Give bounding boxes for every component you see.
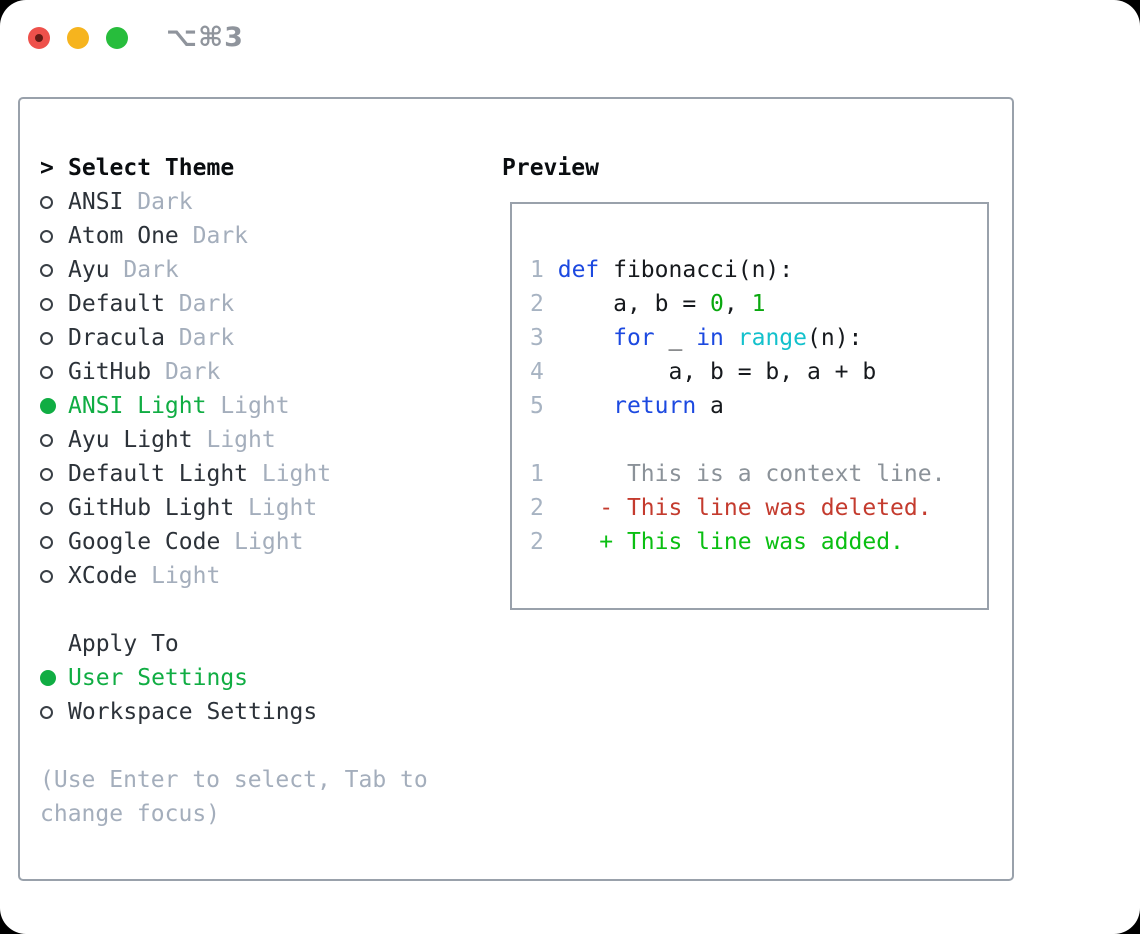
zoom-button-icon[interactable] — [106, 27, 128, 49]
theme-variant-tag: Light — [192, 427, 276, 453]
theme-variant-tag: Dark — [109, 257, 179, 283]
titlebar: ⌥⌘3 — [0, 0, 1140, 76]
apply-option-user-settings[interactable]: User Settings — [40, 661, 428, 695]
option-label: Ayu Light — [68, 427, 193, 453]
theme-variant-tag: Light — [248, 461, 332, 487]
preview-code: 1 def fibonacci(n): 2 a, b = 0, 1 3 for _ … — [530, 253, 945, 559]
radio-icon — [40, 501, 53, 515]
line-number: 1 — [530, 461, 544, 487]
theme-option-ayu-light[interactable]: Ayu Light Light — [40, 423, 428, 457]
theme-variant-tag: Dark — [164, 291, 235, 317]
radio-icon — [40, 705, 53, 719]
select-theme-header: > Select Theme — [40, 151, 428, 185]
code-line: 5 return a — [530, 393, 724, 419]
theme-option-default[interactable]: Default Dark — [40, 287, 428, 321]
radio-icon — [40, 365, 53, 379]
theme-variant-tag: Dark — [164, 325, 235, 351]
line-number: 3 — [530, 325, 544, 351]
radio-icon — [40, 195, 53, 209]
apply-to-header: Apply To — [40, 627, 428, 661]
preview-header: Preview — [502, 155, 599, 181]
diff-line: 2 - This line was deleted. — [530, 495, 932, 521]
theme-option-dracula[interactable]: Dracula Dark — [40, 321, 428, 355]
theme-option-ansi-light[interactable]: ANSI Light Light — [40, 389, 428, 423]
option-label: Dracula — [68, 325, 165, 351]
radio-selected-icon — [40, 670, 56, 686]
radio-selected-icon — [40, 398, 56, 414]
theme-option-xcode[interactable]: XCode Light — [40, 559, 428, 593]
code-line: 4 a, b = b, a + b — [530, 359, 877, 385]
apply-option-workspace-settings[interactable]: Workspace Settings — [40, 695, 428, 729]
minimize-button-icon[interactable] — [67, 27, 89, 49]
theme-variant-tag: Light — [234, 495, 318, 521]
preview-box: 1 def fibonacci(n): 2 a, b = 0, 1 3 for _ … — [510, 202, 989, 610]
radio-icon — [40, 467, 53, 481]
theme-option-github[interactable]: GitHub Dark — [40, 355, 428, 389]
radio-icon — [40, 331, 53, 345]
option-label: GitHub — [68, 359, 152, 385]
diff-line: 2 + This line was added. — [530, 529, 904, 555]
option-label: XCode — [68, 563, 138, 589]
option-label: Default Light — [68, 461, 249, 487]
option-label: User Settings — [68, 665, 249, 691]
theme-option-atom-one[interactable]: Atom One Dark — [40, 219, 428, 253]
line-number: 4 — [530, 359, 544, 385]
option-label: ANSI — [68, 189, 124, 215]
radio-icon — [40, 297, 53, 311]
code-sample: 1 def fibonacci(n): 2 a, b = 0, 1 3 for _ … — [530, 253, 945, 423]
radio-icon — [40, 263, 53, 277]
apply-to-header-label: Apply To — [68, 631, 179, 657]
line-number: 2 — [530, 495, 544, 521]
line-number: 2 — [530, 291, 544, 317]
close-button-icon[interactable] — [28, 27, 50, 49]
theme-option-ayu[interactable]: Ayu Dark — [40, 253, 428, 287]
line-number: 2 — [530, 529, 544, 555]
theme-variant-tag: Dark — [123, 189, 193, 215]
keyboard-hint: (Use Enter to select, Tab to change focu… — [40, 767, 428, 827]
theme-variant-tag: Light — [220, 529, 304, 555]
option-label: Ayu — [68, 257, 110, 283]
diff-line: 1 This is a context line. — [530, 461, 946, 487]
diff-sample: 1 This is a context line. 2 - This line w… — [530, 457, 945, 559]
line-number: 5 — [530, 393, 544, 419]
theme-variant-tag: Light — [206, 393, 290, 419]
radio-icon — [40, 229, 53, 243]
radio-icon — [40, 433, 53, 447]
option-label: Atom One — [68, 223, 179, 249]
code-line: 3 for _ in range(n): — [530, 325, 863, 351]
code-line: 1 def fibonacci(n): — [530, 257, 794, 283]
radio-icon — [40, 569, 53, 583]
option-label: Google Code — [68, 529, 221, 555]
radio-icon — [40, 535, 53, 549]
theme-variant-tag: Dark — [151, 359, 221, 385]
option-label: Default — [68, 291, 165, 317]
window-title: ⌥⌘3 — [166, 22, 244, 53]
theme-option-github-light[interactable]: GitHub Light Light — [40, 491, 428, 525]
option-label: Workspace Settings — [68, 699, 318, 725]
line-number: 1 — [530, 257, 544, 283]
option-label: GitHub Light — [68, 495, 235, 521]
code-line: 2 a, b = 0, 1 — [530, 291, 766, 317]
option-label: ANSI Light — [68, 393, 207, 419]
focus-prompt-icon: > — [40, 155, 54, 181]
theme-option-ansi[interactable]: ANSI Dark — [40, 185, 428, 219]
theme-option-google-code[interactable]: Google Code Light — [40, 525, 428, 559]
theme-variant-tag: Dark — [178, 223, 249, 249]
theme-variant-tag: Light — [137, 563, 221, 589]
theme-option-default-light[interactable]: Default Light Light — [40, 457, 428, 491]
select-theme-header-label: Select Theme — [68, 155, 235, 181]
